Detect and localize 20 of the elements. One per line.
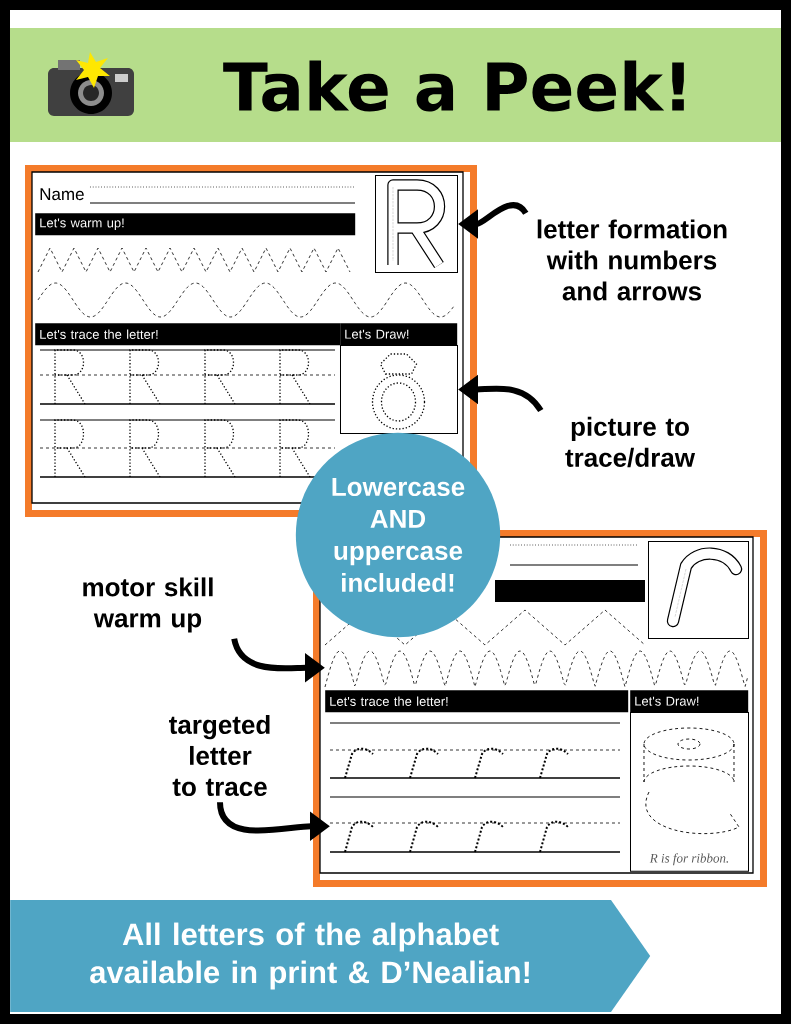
section-header: Let's Draw! [630, 690, 749, 713]
letter-formation-box [648, 541, 749, 639]
name-field: Name [40, 186, 356, 204]
drawing-box [340, 345, 458, 434]
callout-text: motor skill warm up [83, 577, 213, 633]
callout-text: targeted letter to trace [169, 714, 270, 797]
letter-tracing-row [329, 796, 621, 853]
drawing-box: R is for ribbon. [630, 712, 749, 872]
node-label: Let's Draw! [345, 329, 409, 339]
title-banner: Take a Peek! [10, 28, 781, 142]
banner: All letters of the alphabet available in print & D’Nealian! [10, 900, 651, 1012]
node-label: Let's trace the letter! [40, 329, 158, 339]
letter-formation-box [375, 175, 458, 273]
section-header: Let's Draw! [340, 323, 458, 346]
callout-text: letter formation with numbers and arrows [537, 219, 727, 301]
node-label: Let's trace the letter! [330, 696, 448, 706]
section-header: Let's warm up! [35, 213, 356, 236]
warm-up-tracing-lines [324, 650, 749, 688]
node-label: Let's Draw! [635, 696, 699, 706]
callout-text: picture to trace/draw [565, 416, 696, 468]
